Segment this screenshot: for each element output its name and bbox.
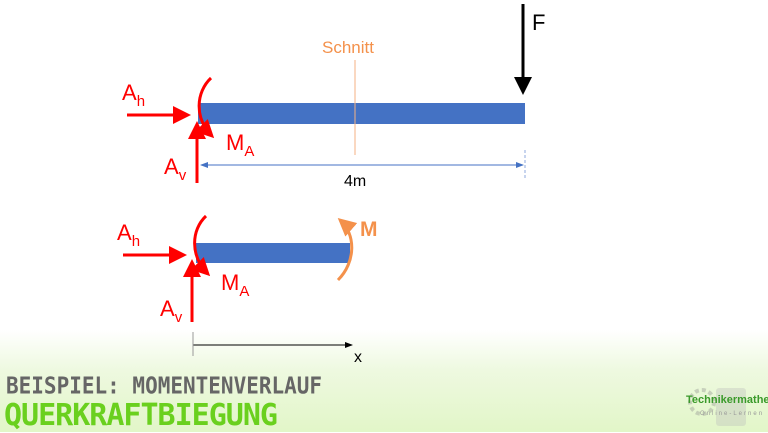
M-label: M bbox=[360, 218, 378, 241]
Ah-label: Ah bbox=[117, 220, 140, 250]
logo-text: Technikermathe.de bbox=[686, 394, 768, 406]
top-system: Schnitt F Ah Av MA 4m bbox=[122, 4, 545, 190]
logo-subtext: Online-Lernen bbox=[700, 411, 765, 417]
Ah-label: Ah bbox=[122, 80, 145, 110]
force-F-label: F bbox=[532, 10, 545, 35]
MA-moment-arrow bbox=[191, 214, 211, 277]
x-axis-label: x bbox=[354, 349, 362, 366]
Av-label: Av bbox=[164, 154, 187, 184]
logo-icon bbox=[688, 388, 746, 426]
M-moment-arrow bbox=[336, 218, 358, 282]
subtitle: BEISPIEL: MOMENTENVERLAUF bbox=[6, 372, 323, 400]
bottom-system: Ah Av MA M x bbox=[117, 214, 378, 366]
beam-section bbox=[196, 243, 350, 263]
title: QUERKRAFTBIEGUNG bbox=[4, 398, 278, 433]
MA-label: MA bbox=[221, 270, 249, 300]
schnitt-label: Schnitt bbox=[322, 38, 374, 57]
Av-label: Av bbox=[160, 296, 183, 326]
dimension-label: 4m bbox=[344, 173, 366, 190]
MA-moment-arrow bbox=[195, 76, 215, 139]
beam bbox=[198, 103, 525, 124]
MA-label: MA bbox=[226, 130, 254, 160]
